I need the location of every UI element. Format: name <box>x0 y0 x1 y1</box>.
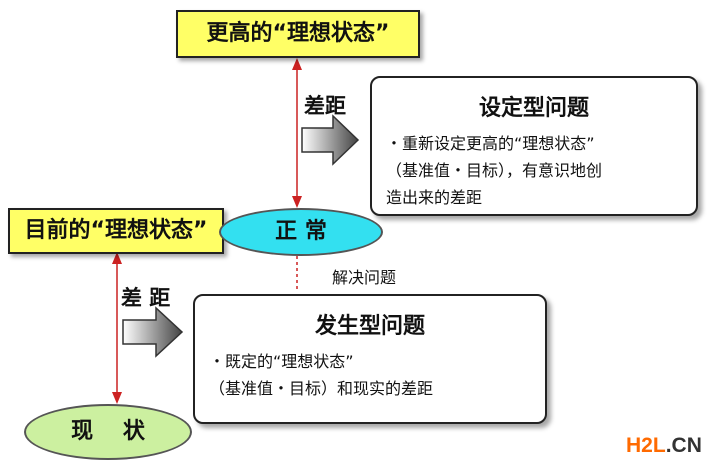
occurring-problem-box: 发生型问题 ・既定的“理想状态” （基准值・目标）和现实的差距 <box>193 294 547 424</box>
occurring-problem-title: 发生型问题 <box>314 314 425 339</box>
watermark-prefix: H2L <box>626 434 666 457</box>
setting-problem-box: 设定型问题 ・重新设定更高的“理想状态” （基准值・目标），有意识地创 造出来的… <box>370 76 698 216</box>
watermark-logo: H2L.CN <box>626 434 702 458</box>
setting-problem-line: （基准值・目标），有意识地创 <box>386 161 603 180</box>
setting-problem-body: ・重新设定更高的“理想状态” （基准值・目标），有意识地创 造出来的差距 <box>372 122 696 211</box>
reality-ellipse: 现 状 <box>24 404 192 460</box>
upper-gap-label: 差距 <box>304 94 346 118</box>
current-ideal-box: 目前的“理想状态” <box>8 208 224 254</box>
setting-problem-line: 造出来的差距 <box>386 188 483 207</box>
upper-gap-arrow <box>292 58 302 208</box>
lower-block-arrow <box>122 306 184 358</box>
occurring-problem-line: （基准值・目标）和现实的差距 <box>209 379 434 398</box>
lower-gap-arrow <box>112 252 122 404</box>
higher-ideal-box: 更高的“理想状态” <box>176 10 420 58</box>
watermark-suffix: .CN <box>665 434 702 457</box>
occurring-problem-body: ・既定的“理想状态” （基准值・目标）和现实的差距 <box>195 340 545 402</box>
lower-gap-label: 差 距 <box>121 286 171 310</box>
solve-problem-label: 解决问题 <box>332 268 397 287</box>
setting-problem-title: 设定型问题 <box>478 96 589 121</box>
normal-ellipse: 正 常 <box>219 208 383 256</box>
occurring-problem-line: ・既定的“理想状态” <box>209 352 354 371</box>
setting-problem-line: ・重新设定更高的“理想状态” <box>386 134 595 153</box>
upper-block-arrow <box>301 114 360 166</box>
